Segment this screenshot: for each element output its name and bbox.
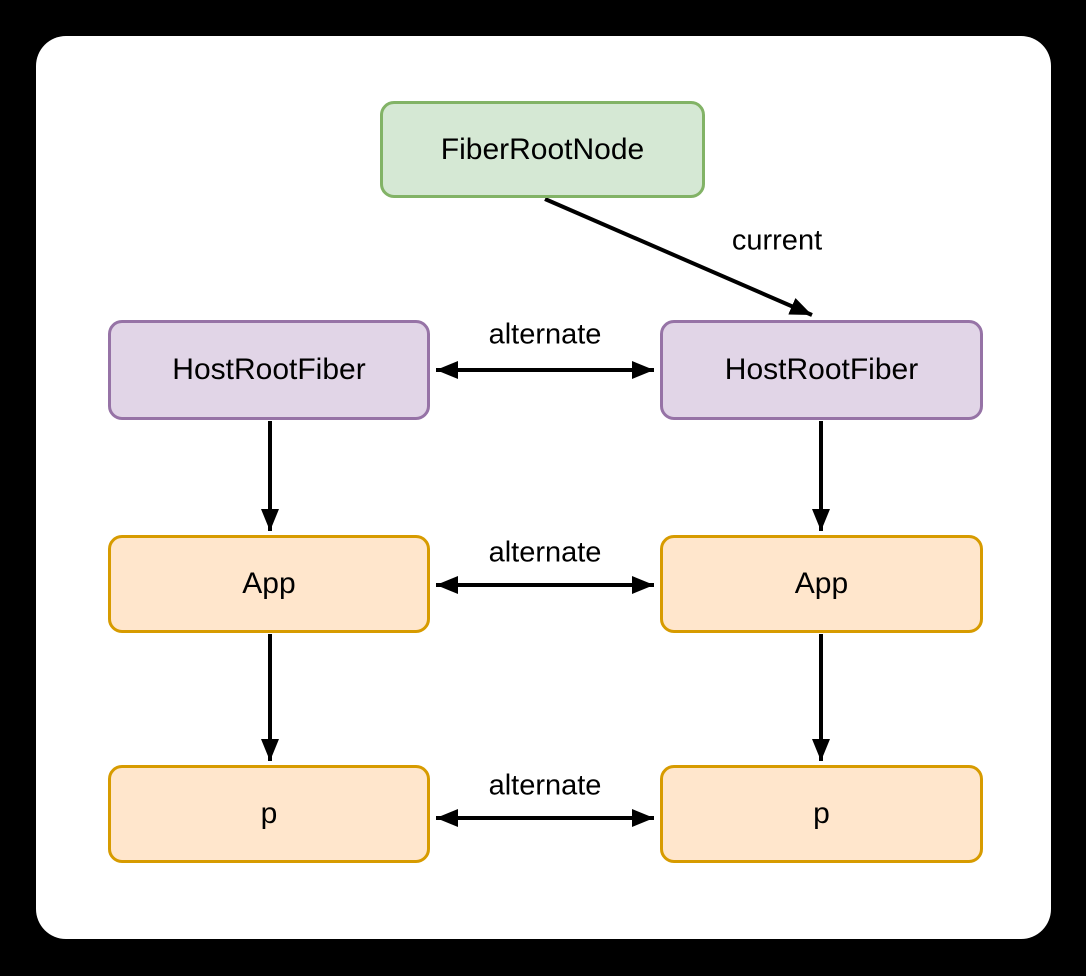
edge-label-alternate-p: alternate [488, 769, 602, 802]
edge-label-alternate-app: alternate [488, 536, 602, 569]
node-p-left: p [108, 765, 430, 863]
node-p-left-label: p [260, 797, 278, 830]
node-fiber-root-label: FiberRootNode [440, 132, 645, 166]
node-fiber-root: FiberRootNode [380, 101, 705, 198]
node-app-left: App [108, 535, 430, 633]
node-app-left-label: App [242, 567, 296, 600]
node-host-root-fiber-left: HostRootFiber [108, 320, 430, 420]
node-app-right: App [660, 535, 983, 633]
node-p-right-label: p [813, 797, 830, 830]
edge-label-current: current [731, 224, 823, 257]
node-p-right: p [660, 765, 983, 863]
node-app-right-label: App [794, 567, 849, 600]
edge-label-alternate-host: alternate [488, 318, 602, 351]
node-host-root-fiber-right: HostRootFiber [660, 320, 983, 420]
node-host-root-fiber-left-label: HostRootFiber [172, 353, 366, 386]
node-host-root-fiber-right-label: HostRootFiber [724, 353, 919, 386]
